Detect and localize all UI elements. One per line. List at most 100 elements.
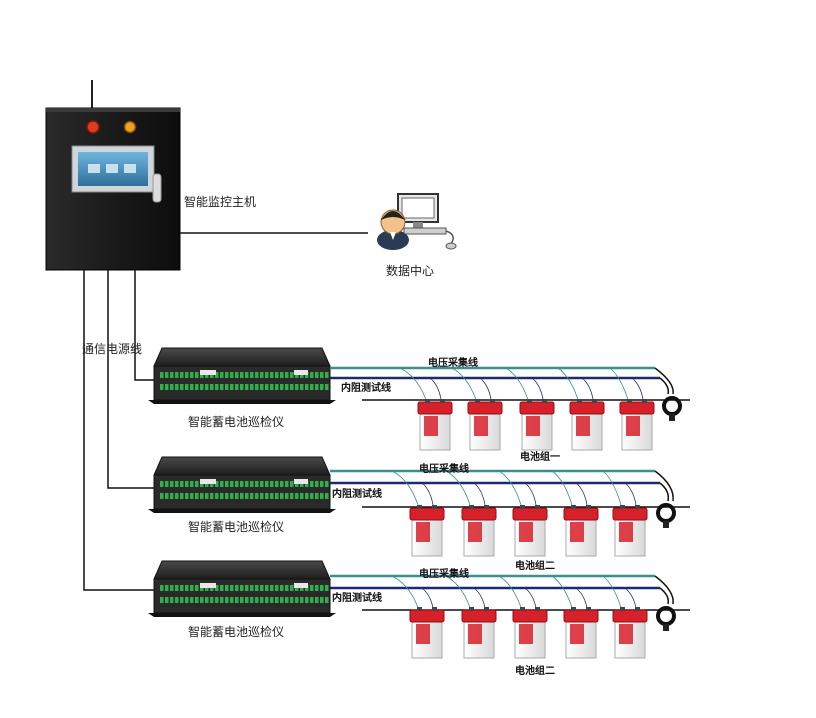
terminal-block bbox=[230, 493, 234, 499]
inspector-label: 智能蓄电池巡检仪 bbox=[188, 415, 285, 429]
terminal-block bbox=[315, 585, 319, 591]
terminal-block bbox=[215, 585, 219, 591]
terminal-block bbox=[265, 384, 269, 390]
inspector-label: 智能蓄电池巡检仪 bbox=[188, 625, 285, 639]
inspector-port bbox=[200, 370, 216, 375]
terminal-block bbox=[190, 481, 194, 487]
terminal-block bbox=[295, 384, 299, 390]
terminal-block bbox=[215, 597, 219, 603]
terminal-block bbox=[260, 384, 264, 390]
terminal-block bbox=[170, 384, 174, 390]
terminal-block bbox=[235, 481, 239, 487]
inspector-label: 智能蓄电池巡检仪 bbox=[188, 520, 285, 534]
battery-lid bbox=[417, 401, 453, 415]
terminal-block bbox=[185, 597, 189, 603]
host-label: 智能监控主机 bbox=[184, 195, 257, 209]
terminal-block bbox=[160, 372, 164, 378]
terminal-block bbox=[210, 597, 214, 603]
terminal-block bbox=[215, 493, 219, 499]
resistance-line-label: 内阻测试线 bbox=[332, 593, 382, 604]
terminal-block bbox=[170, 493, 174, 499]
battery-terminal bbox=[475, 399, 480, 403]
inspector-port bbox=[200, 583, 216, 588]
voltage-line-label: 电压采集线 bbox=[419, 569, 469, 580]
inspector-top bbox=[153, 560, 331, 580]
terminal-block bbox=[190, 585, 194, 591]
terminal-block bbox=[290, 493, 294, 499]
battery-label-stripe bbox=[416, 522, 430, 542]
sense-wire bbox=[445, 470, 473, 513]
current-sensor-base bbox=[663, 624, 669, 631]
terminal-block bbox=[310, 585, 314, 591]
battery-terminal bbox=[620, 607, 625, 611]
battery-group-label: 电池组一 bbox=[520, 452, 560, 463]
terminal-block bbox=[220, 481, 224, 487]
terminal-block bbox=[185, 372, 189, 378]
battery-terminal bbox=[527, 399, 532, 403]
terminal-block bbox=[180, 481, 184, 487]
inspector-base bbox=[148, 400, 336, 404]
resistance-line-label: 内阻测试线 bbox=[332, 489, 382, 500]
terminal-block bbox=[220, 597, 224, 603]
terminal-block bbox=[260, 585, 264, 591]
terminal-block bbox=[260, 597, 264, 603]
terminal-block bbox=[185, 481, 189, 487]
battery-terminal bbox=[484, 505, 489, 509]
terminal-block bbox=[265, 585, 269, 591]
battery-terminal bbox=[577, 399, 582, 403]
battery-label-stripe bbox=[619, 522, 633, 542]
terminal-block bbox=[305, 597, 309, 603]
terminal-block bbox=[175, 384, 179, 390]
battery-terminal bbox=[571, 607, 576, 611]
terminal-block bbox=[245, 493, 249, 499]
terminal-block bbox=[270, 597, 274, 603]
terminal-block bbox=[235, 585, 239, 591]
battery-terminal bbox=[635, 607, 640, 611]
battery-label-stripe bbox=[468, 624, 482, 644]
inspector-top bbox=[153, 347, 331, 367]
terminal-block bbox=[225, 372, 229, 378]
inspector-port bbox=[294, 583, 308, 588]
terminal-block bbox=[310, 372, 314, 378]
terminal-block bbox=[285, 585, 289, 591]
terminal-block bbox=[270, 493, 274, 499]
battery-terminal bbox=[520, 607, 525, 611]
terminal-block bbox=[325, 384, 329, 390]
monitoring-host bbox=[45, 80, 181, 271]
battery-lid bbox=[461, 609, 497, 623]
terminal-block bbox=[195, 597, 199, 603]
terminal-block bbox=[275, 585, 279, 591]
battery-terminal bbox=[417, 505, 422, 509]
alarm-lamp-red bbox=[86, 120, 100, 134]
terminal-block bbox=[320, 481, 324, 487]
battery-label-stripe bbox=[576, 416, 590, 436]
terminal-block bbox=[290, 384, 294, 390]
current-sensor-base bbox=[663, 521, 669, 528]
terminal-block bbox=[255, 493, 259, 499]
terminal-block bbox=[160, 585, 164, 591]
terminal-block bbox=[180, 493, 184, 499]
terminal-block bbox=[190, 384, 194, 390]
terminal-block bbox=[260, 372, 264, 378]
terminal-block bbox=[225, 384, 229, 390]
terminal-block bbox=[235, 384, 239, 390]
terminal-block bbox=[225, 481, 229, 487]
battery-label-stripe bbox=[416, 624, 430, 644]
inspector-port bbox=[294, 479, 308, 484]
terminal-block bbox=[170, 597, 174, 603]
terminal-block bbox=[255, 372, 259, 378]
battery-terminal bbox=[571, 505, 576, 509]
terminal-block bbox=[320, 493, 324, 499]
terminal-block bbox=[315, 493, 319, 499]
sense-wire bbox=[445, 575, 473, 615]
terminal-block bbox=[240, 585, 244, 591]
terminal-block bbox=[175, 597, 179, 603]
terminal-block bbox=[265, 481, 269, 487]
battery-label-stripe bbox=[519, 624, 533, 644]
terminal-block bbox=[310, 597, 314, 603]
terminal-block bbox=[250, 384, 254, 390]
terminal-block bbox=[225, 493, 229, 499]
battery-terminal bbox=[417, 607, 422, 611]
terminal-block bbox=[255, 384, 259, 390]
door-handle bbox=[152, 173, 162, 203]
